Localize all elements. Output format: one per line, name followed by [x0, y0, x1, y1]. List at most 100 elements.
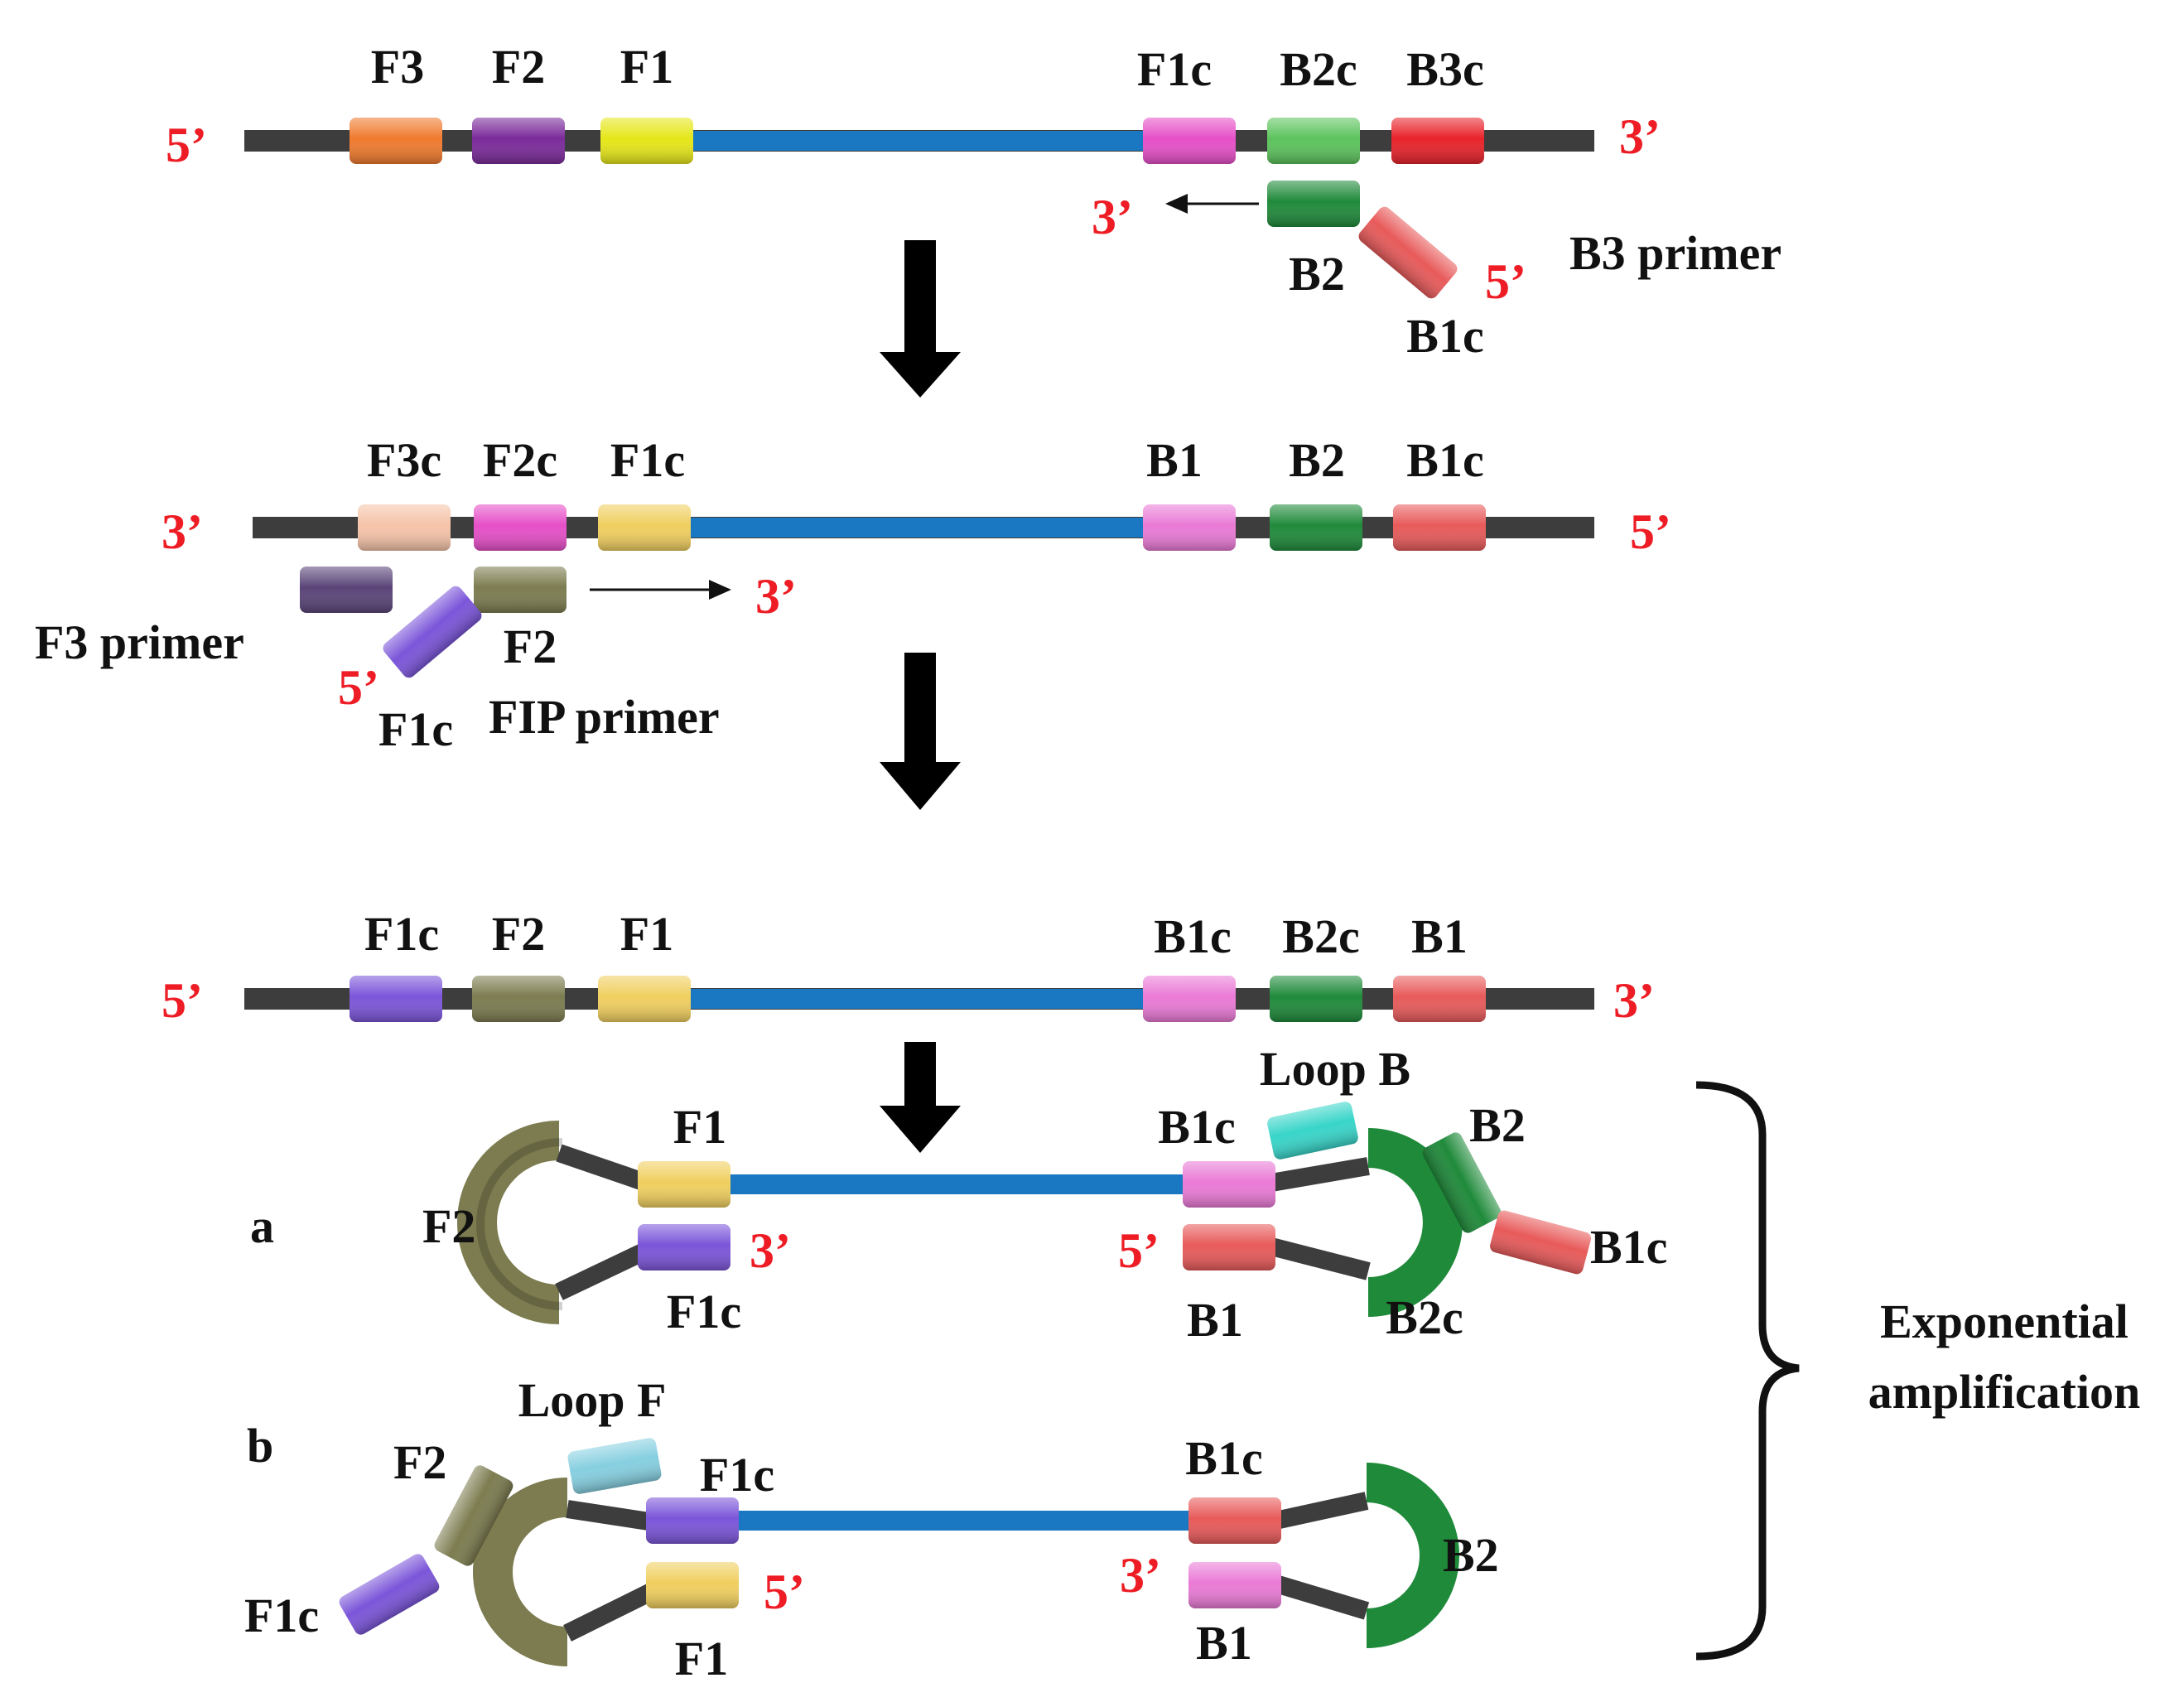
- region-b2: [1270, 504, 1362, 551]
- primer-b2-segment: [1422, 1132, 1502, 1233]
- b2c-loop: [1367, 1128, 1463, 1317]
- label-f1c: F1c: [700, 1448, 774, 1502]
- stem-line: [1272, 1574, 1370, 1620]
- primer-f2-segment: [434, 1465, 513, 1566]
- region-b2c: [1267, 118, 1360, 164]
- label-f1: F1: [675, 1632, 728, 1685]
- strand-1: F3 F2 F1 F1c B2c B3c 5’ 3’ 3’ B2 5’ B1c …: [166, 40, 1781, 363]
- loop-f-primer: [567, 1438, 662, 1494]
- stem-line: [1273, 1492, 1369, 1530]
- stem-line: [1269, 1237, 1371, 1280]
- stem-line: [556, 1144, 649, 1192]
- region-f3c: [358, 504, 451, 551]
- region-b1c: [1188, 1497, 1281, 1544]
- region-b1: [1393, 976, 1486, 1022]
- region-b2c: [1270, 976, 1362, 1022]
- end-5-prime: 5’: [162, 973, 203, 1028]
- end-5-prime: 5’: [1118, 1223, 1159, 1278]
- primer-end-5-prime: 5’: [1485, 254, 1526, 309]
- region-f1c: [598, 504, 691, 551]
- primer-end-3-prime: 3’: [1092, 190, 1133, 244]
- region-f1c: [1143, 118, 1236, 164]
- label-f2: F2: [492, 40, 545, 94]
- f3-primer: [300, 567, 393, 613]
- label-primer-b1c: B1c: [1590, 1220, 1667, 1274]
- label-primer-f1c: F1c: [244, 1589, 319, 1642]
- label-b3-primer: B3 primer: [1569, 226, 1781, 280]
- region-f3: [350, 118, 442, 164]
- primer-b1c-segment: [1490, 1210, 1591, 1275]
- label-b1c: B1c: [1158, 1100, 1235, 1154]
- region-b1c: [1183, 1161, 1275, 1208]
- stem-line: [555, 1242, 650, 1300]
- label-b1c: B1c: [1185, 1431, 1262, 1485]
- label-b1: B1: [1411, 909, 1468, 963]
- dumbbell-b: b Loop F F2 F1c F1c 5’ F1 B1c 3’ B1 B2: [244, 1373, 1499, 1685]
- label-b1c: B1c: [1154, 909, 1231, 963]
- label-f1: F1: [673, 1100, 726, 1154]
- region-f1: [638, 1161, 730, 1208]
- b2-loop: [1366, 1463, 1459, 1648]
- loop-b-primer: [1267, 1102, 1358, 1160]
- end-3-prime: 3’: [162, 504, 203, 559]
- label-f2c: F2c: [483, 433, 557, 487]
- amplification-bracket: Exponential amplification: [1695, 1081, 2141, 1661]
- stem-line: [563, 1582, 658, 1642]
- label-fip-f2: F2: [504, 620, 557, 673]
- label-loop-b: Loop B: [1260, 1042, 1410, 1096]
- end-3-prime: 3’: [1619, 109, 1661, 164]
- end-5-prime: 5’: [764, 1565, 805, 1619]
- label-f3: F3: [371, 40, 424, 94]
- strand-2: F3c F2c F1c B1 B2 B1c 3’ 5’ F3 primer 3’…: [35, 433, 1671, 756]
- label-primer-f2: F2: [393, 1435, 446, 1489]
- region-f1c: [350, 976, 442, 1022]
- strand-3: F1c F2 F1 B1c B2c B1 5’ 3’: [162, 907, 1655, 1028]
- label-f2: F2: [422, 1199, 475, 1253]
- region-f2: [472, 976, 565, 1022]
- stem-line: [1270, 1157, 1370, 1192]
- label-fip-f1c: F1c: [378, 702, 453, 756]
- region-b1c: [1143, 976, 1236, 1022]
- label-b1: B1: [1187, 1293, 1243, 1347]
- tag-b: b: [247, 1419, 273, 1473]
- region-b1: [1183, 1224, 1275, 1270]
- fip-end-5-prime: 5’: [338, 660, 379, 715]
- end-3-prime: 3’: [750, 1223, 791, 1278]
- end-3-prime: 3’: [1120, 1548, 1161, 1603]
- end-3-prime: 3’: [1613, 973, 1655, 1028]
- label-f1: F1: [620, 40, 673, 94]
- label-b2c: B2c: [1282, 909, 1359, 963]
- tag-a: a: [250, 1199, 274, 1253]
- label-b1: B1: [1196, 1616, 1252, 1670]
- region-f1: [598, 976, 691, 1022]
- label-b1c: B1c: [1406, 433, 1483, 487]
- label-amplification: amplification: [1868, 1365, 2141, 1419]
- primer-b2-segment: [1267, 181, 1360, 227]
- label-f3c: F3c: [367, 433, 441, 487]
- label-f2: F2: [492, 907, 545, 961]
- step-arrow-2: [880, 653, 961, 810]
- label-b1: B1: [1146, 433, 1203, 487]
- label-primer-b2: B2: [1469, 1098, 1526, 1152]
- region-f1c: [638, 1224, 730, 1270]
- fip-f2-segment: [474, 567, 566, 613]
- curly-brace: [1695, 1081, 1800, 1661]
- label-b2c: B2c: [1280, 42, 1357, 96]
- f2-loop: [457, 1121, 560, 1324]
- label-f1c: F1c: [667, 1285, 741, 1338]
- region-f1c: [646, 1497, 739, 1544]
- label-loop-f: Loop F: [518, 1373, 667, 1427]
- label-f1c: F1c: [610, 433, 685, 487]
- label-f3-primer: F3 primer: [35, 615, 244, 669]
- label-f1c: F1c: [364, 907, 439, 961]
- label-b2: B2: [1289, 433, 1345, 487]
- dumbbell-a: a F2 F1 3’ F1c B1c 5’ B1 B2c Loop B B2 B…: [250, 1042, 1667, 1347]
- region-f2c: [474, 504, 566, 551]
- primer-b1c-segment: [1358, 206, 1458, 299]
- label-b3c: B3c: [1406, 42, 1483, 96]
- region-b3c: [1391, 118, 1484, 164]
- region-f1: [600, 118, 693, 164]
- fip-end-3-prime: 3’: [755, 569, 797, 624]
- end-5-prime: 5’: [166, 118, 207, 172]
